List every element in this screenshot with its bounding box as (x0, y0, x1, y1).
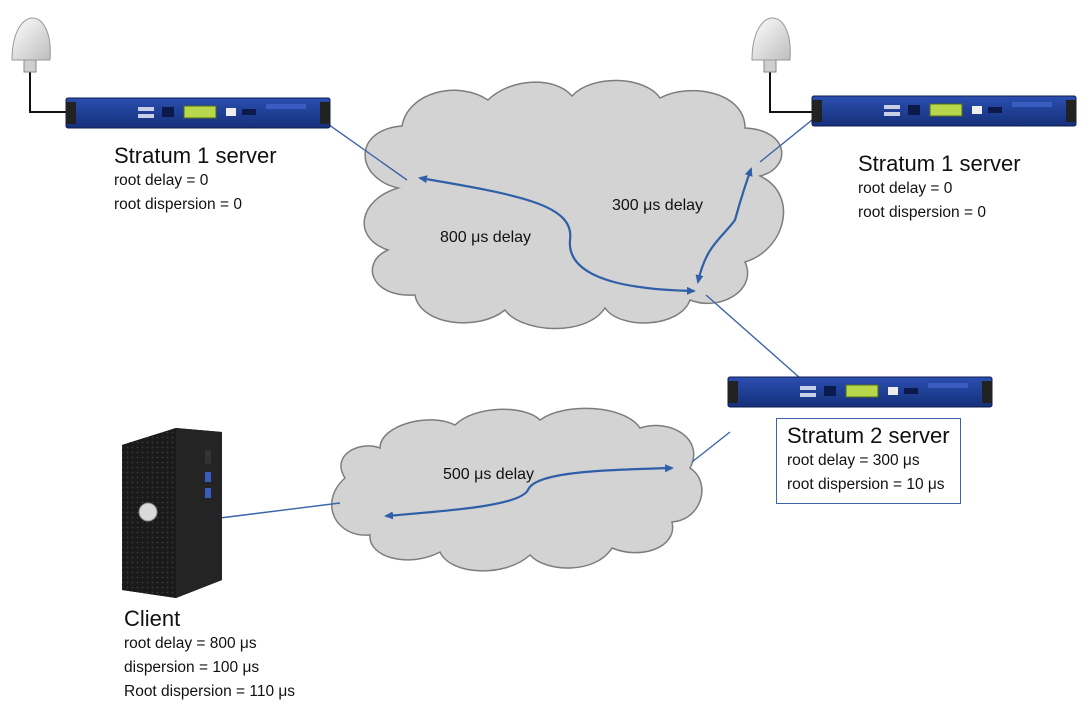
delay-label-300us: 300 μs delay (612, 197, 704, 214)
rack-server-icon (65, 97, 331, 129)
arrow-300us (695, 167, 753, 284)
desktop-computer-icon (122, 428, 222, 598)
root-delay-text: root delay = 0 (858, 180, 953, 197)
delay-label-800us: 800 μs delay (440, 229, 532, 246)
delay-arrows (384, 167, 753, 520)
node-title: Stratum 1 server (858, 151, 1021, 176)
root-delay-text: root delay = 300 μs (787, 452, 920, 469)
stratum1-right-label: Stratum 1 server root delay = 0 root dis… (858, 151, 1021, 225)
root-dispersion-text: Root dispersion = 110 μs (124, 683, 296, 700)
node-title: Client (124, 606, 181, 631)
node-title: Stratum 1 server (114, 143, 277, 168)
link-client-lower-cloud (219, 502, 341, 519)
link-cloud-stratum2 (705, 294, 801, 379)
root-dispersion-text: root dispersion = 0 (114, 196, 242, 213)
root-dispersion-text: root dispersion = 0 (858, 204, 986, 221)
root-delay-text: root delay = 800 μs (124, 635, 257, 652)
gps-antenna-icon (751, 17, 815, 113)
link-stratum1-right-cloud (759, 119, 813, 163)
root-delay-text: root delay = 0 (114, 172, 209, 189)
node-title: Stratum 2 server (787, 423, 950, 448)
stratum1-left-label: Stratum 1 server root delay = 0 root dis… (114, 143, 277, 217)
network-links (219, 119, 813, 519)
gps-antenna-icon (11, 17, 72, 113)
arrow-800us (418, 175, 696, 295)
upper-network-cloud (363, 79, 785, 330)
rack-server-icon (727, 376, 993, 408)
client-label: Client root delay = 800 μs dispersion = … (124, 606, 295, 704)
lower-network-cloud (331, 407, 703, 572)
arrow-500us (384, 464, 674, 520)
dispersion-text: dispersion = 100 μs (124, 659, 260, 676)
link-stratum2-lower-cloud (691, 431, 731, 463)
stratum2-label: Stratum 2 server root delay = 300 μs roo… (776, 418, 961, 504)
delay-label-500us: 500 μs delay (443, 466, 535, 483)
root-dispersion-text: root dispersion = 10 μs (787, 476, 945, 493)
rack-server-icon (811, 95, 1077, 127)
link-stratum1-left-cloud (324, 121, 408, 181)
